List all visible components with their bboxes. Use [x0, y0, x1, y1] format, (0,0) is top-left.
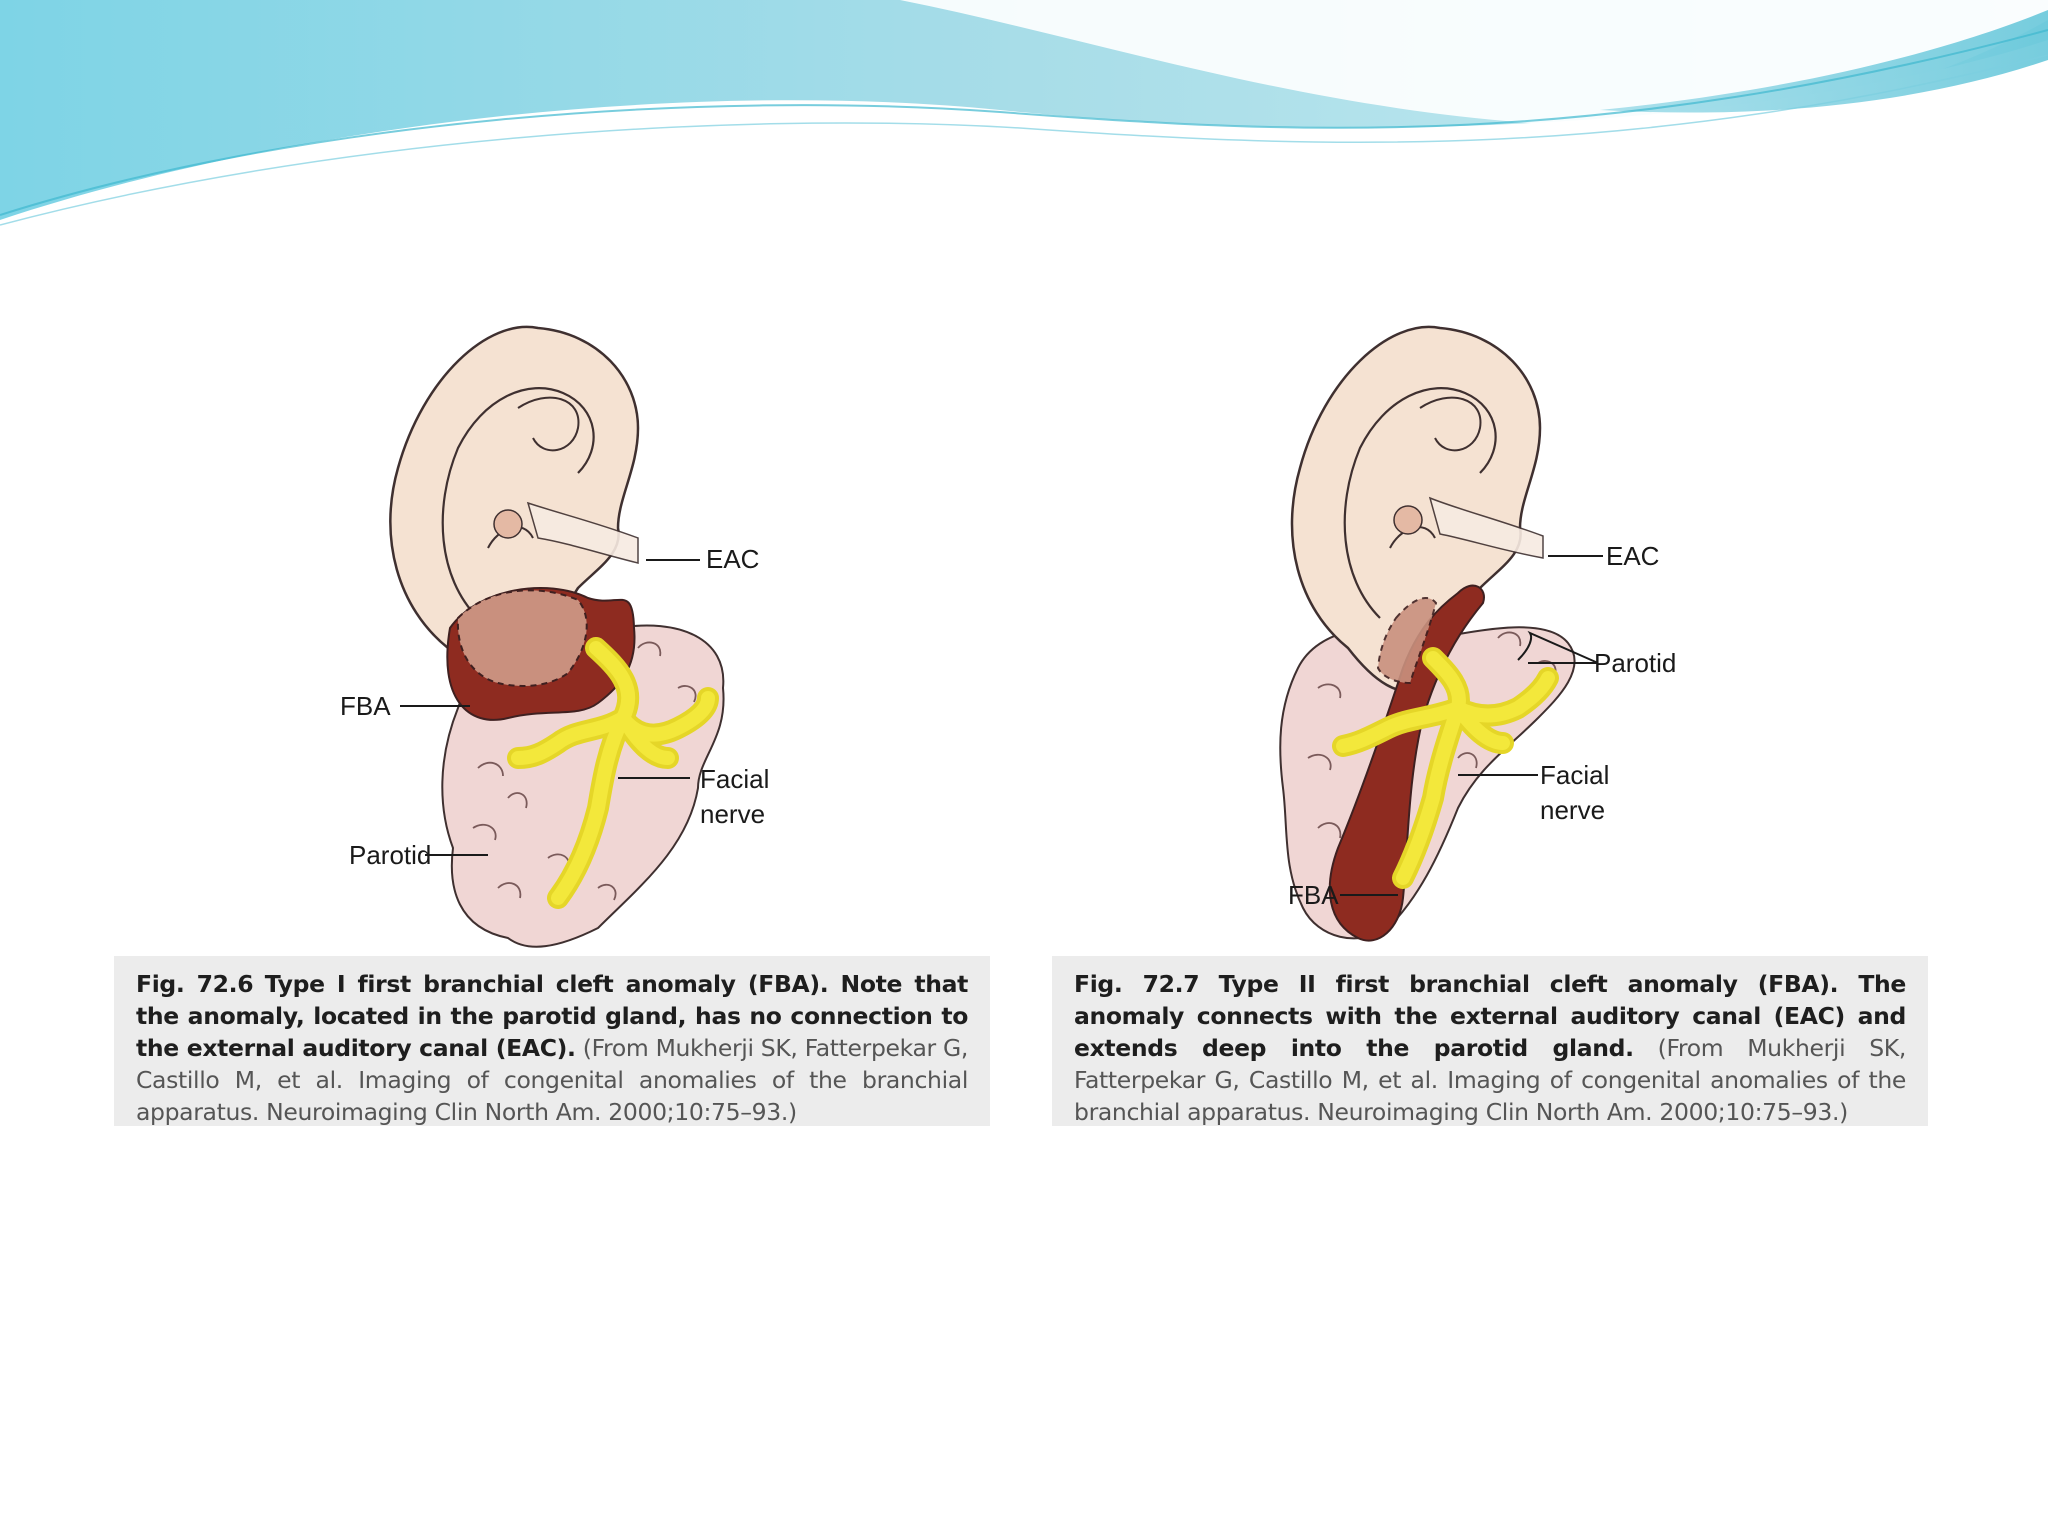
caption-bold-text: Type II first branchial cleft anomaly (F…: [1074, 970, 1907, 1062]
caption-fig-number: Fig. 72.7: [1074, 970, 1200, 998]
header-wave-decoration: [0, 0, 2048, 226]
label-parotid: Parotid: [1594, 648, 1677, 678]
figure-type-1: EAC FBA Facial nerve Parotid Fig. 72.6 T…: [78, 288, 1018, 1168]
caption-box-fig-72-6: Fig. 72.6 Type I first branchial cleft a…: [114, 956, 990, 1126]
ear-shape: [1290, 325, 1544, 693]
figure-panel: EAC FBA Facial nerve Parotid Fig. 72.6 T…: [78, 288, 1964, 1168]
label-parotid: Parotid: [349, 840, 432, 870]
label-fba: FBA: [340, 691, 391, 721]
caption-fig-72-7: Fig. 72.7 Type II first branchial cleft …: [1074, 968, 1906, 1128]
caption-bold-text: Type I first branchial cleft anomaly (FB…: [136, 970, 968, 1062]
label-nerve: nerve: [700, 799, 766, 829]
label-fba: FBA: [1288, 880, 1339, 910]
caption-source-text: (From Mukherji SK, Fatterpekar G, Castil…: [1074, 1034, 1906, 1126]
figure-type-2: EAC Parotid Facial nerve FBA Fig. 72.7 T…: [1018, 288, 1958, 1168]
parotid-leader-line: [1517, 630, 1599, 664]
label-eac: EAC: [706, 544, 760, 574]
label-facial: Facial: [700, 764, 770, 794]
caption-fig-number: Fig. 72.6: [136, 970, 254, 998]
caption-box-fig-72-7: Fig. 72.7 Type II first branchial cleft …: [1052, 956, 1928, 1126]
facial-nerve-type-1: [507, 637, 719, 909]
label-nerve: nerve: [1540, 795, 1606, 825]
label-eac: EAC: [1606, 541, 1660, 571]
type-1-ear-illustration: [389, 325, 725, 948]
caption-source-text: (From Mukherji SK, Fatterpekar G, Castil…: [136, 1034, 968, 1126]
ear-shape: [389, 325, 640, 693]
fba-tract-type-2: [1328, 584, 1485, 942]
fba-mass-type-1: [446, 587, 636, 721]
label-facial: Facial: [1540, 760, 1610, 790]
caption-fig-72-6: Fig. 72.6 Type I first branchial cleft a…: [136, 968, 968, 1128]
facial-nerve-type-2: [1332, 647, 1559, 889]
type-2-ear-illustration: [1279, 325, 1603, 942]
